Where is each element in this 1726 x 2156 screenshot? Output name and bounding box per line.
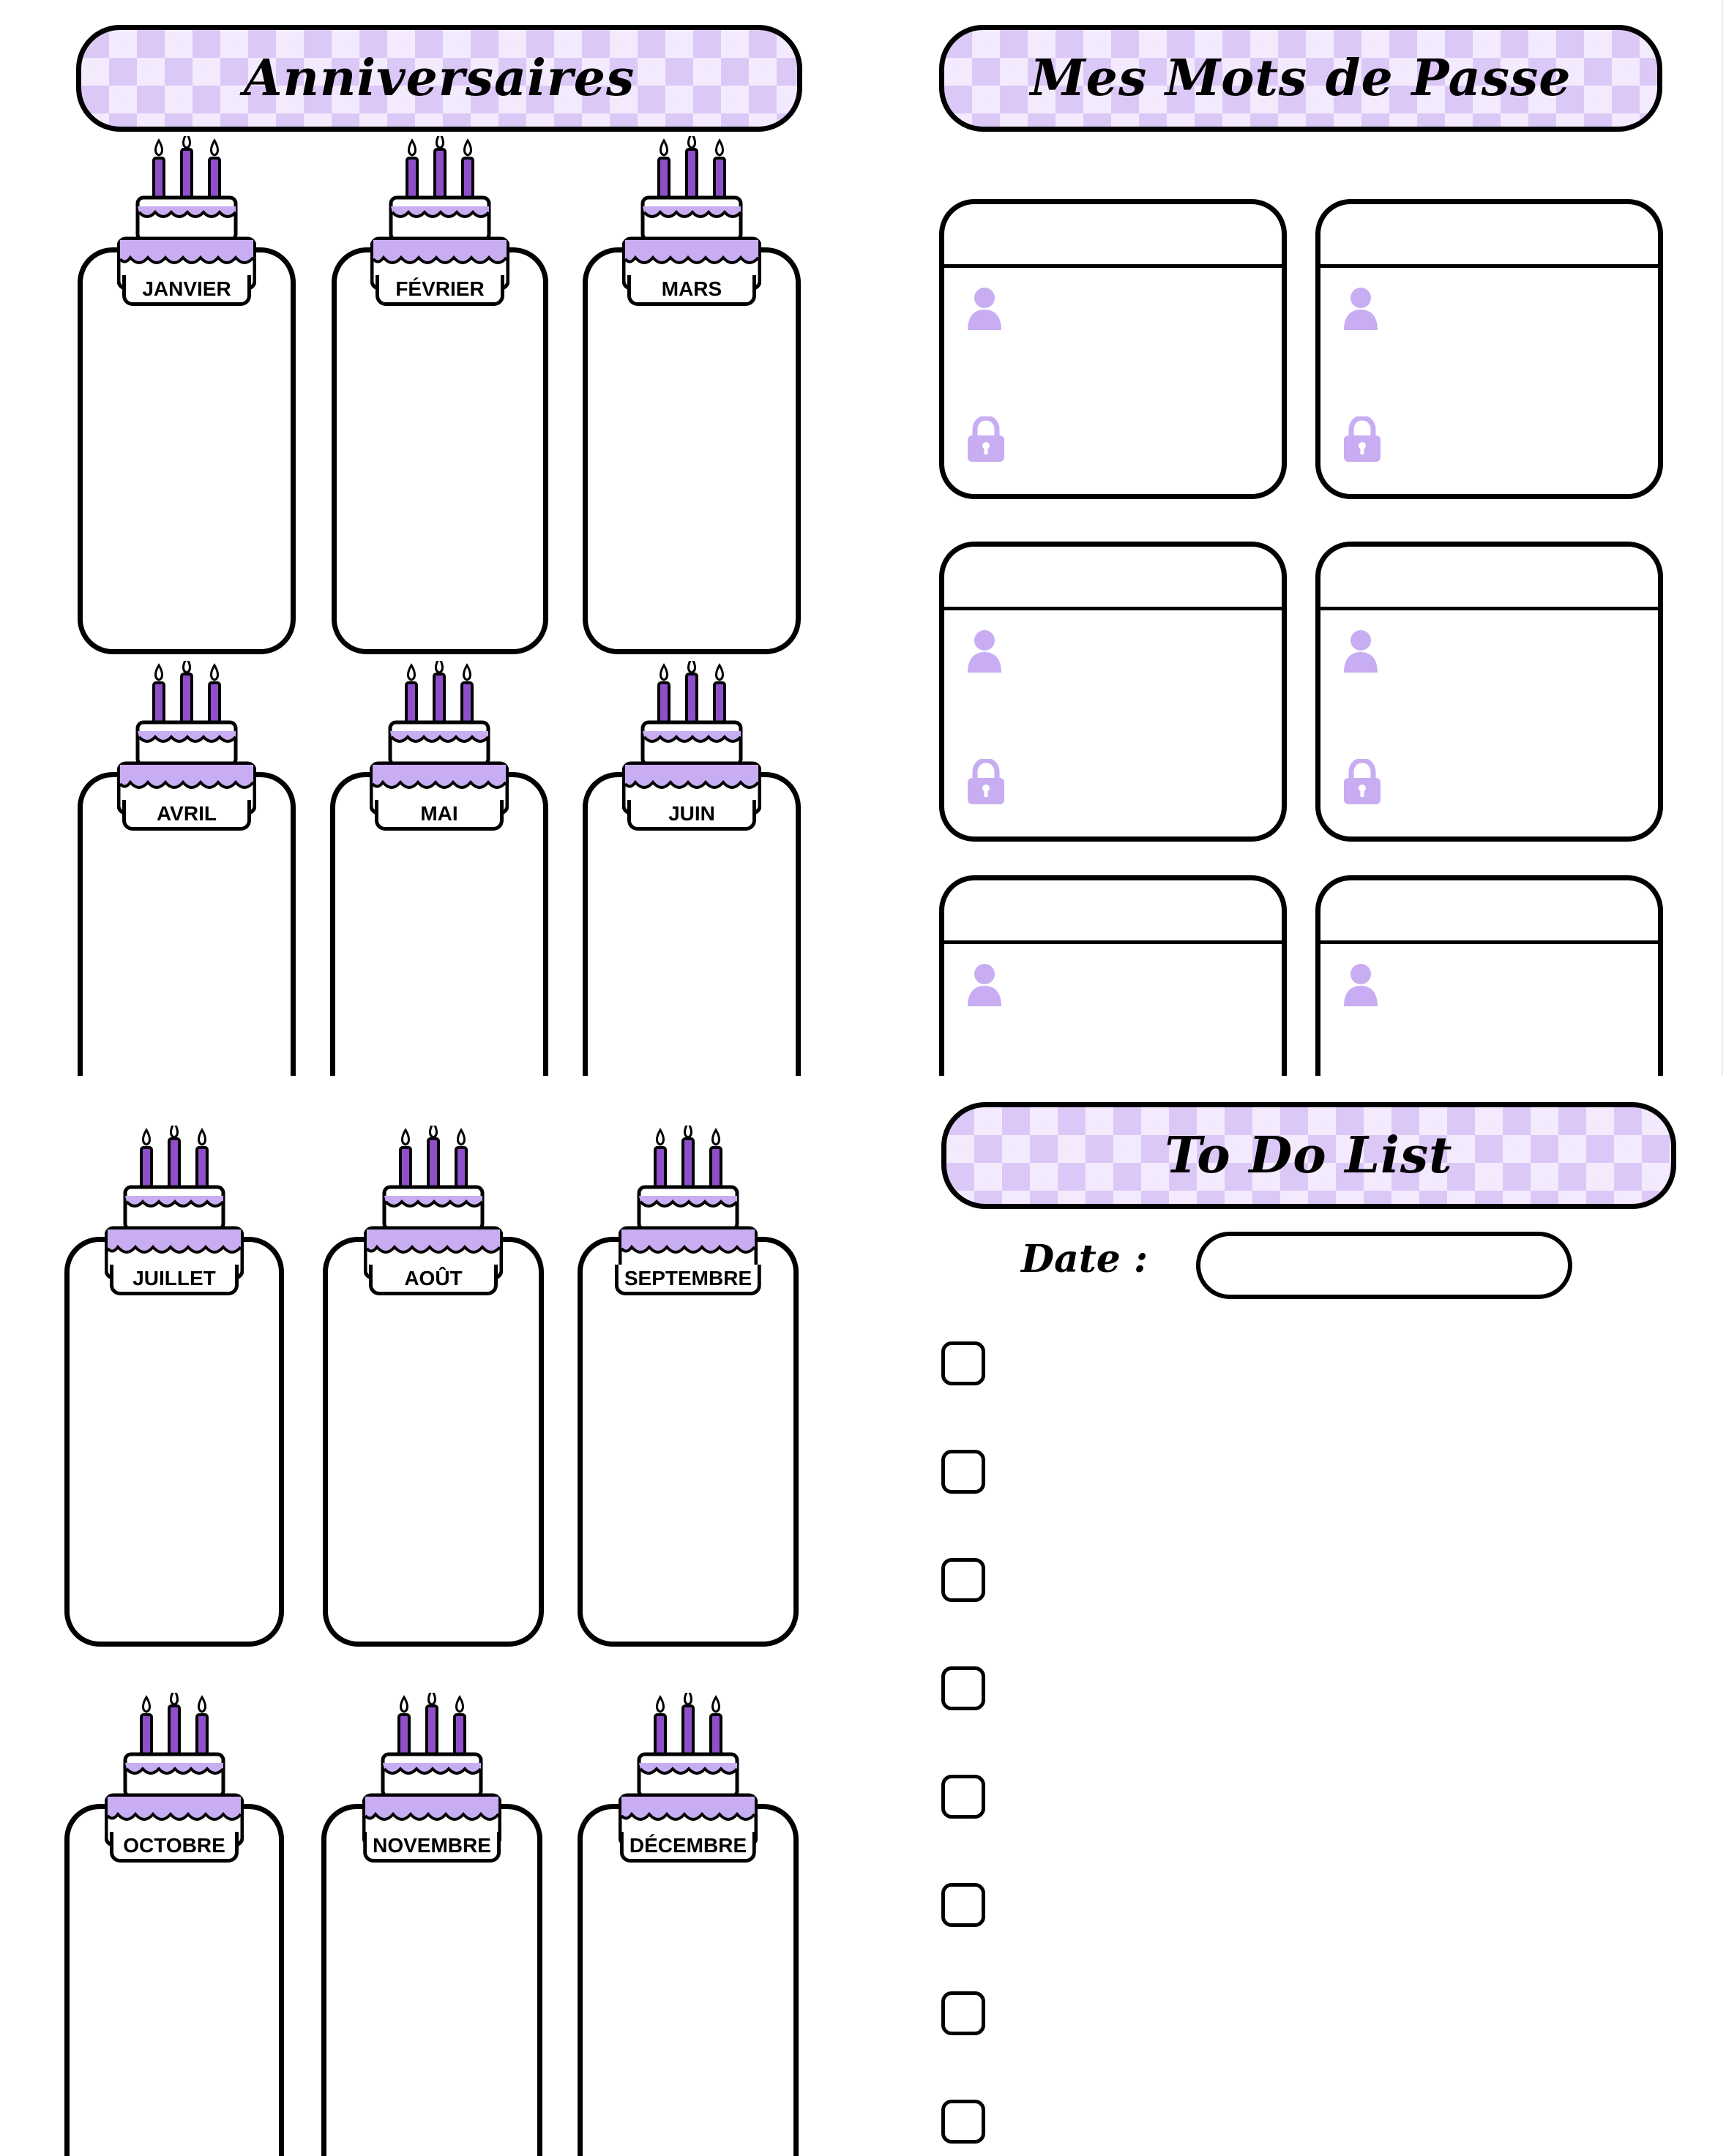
month-card: AVRIL (78, 661, 296, 1076)
cake-icon (622, 136, 761, 290)
cake-icon (370, 136, 509, 290)
month-notes-area[interactable] (578, 1804, 799, 2156)
birthdays-title: Anniversaires (243, 49, 635, 108)
month-notes-area[interactable] (78, 247, 296, 654)
month-card: JUIN (583, 661, 801, 1076)
cake-icon (117, 136, 256, 290)
month-card: DÉCEMBRE (578, 1693, 799, 2156)
lock-icon (1342, 415, 1382, 465)
todo-checkbox[interactable] (941, 2100, 985, 2144)
user-icon (966, 286, 1003, 334)
todo-title-banner: To Do List (941, 1102, 1676, 1209)
date-field[interactable] (1196, 1232, 1572, 1299)
passwords-title-banner: Mes Mots de Passe (939, 25, 1662, 132)
month-label: MAI (375, 800, 504, 831)
month-label: JANVIER (122, 275, 251, 306)
cake-icon (117, 661, 256, 815)
birthdays-title-banner: Anniversaires (76, 25, 802, 132)
month-label: AOÛT (369, 1265, 498, 1295)
todo-checkbox[interactable] (941, 1341, 985, 1385)
month-card: JUILLET (64, 1126, 284, 1647)
cake-icon (622, 661, 761, 815)
card-header-divider (944, 264, 1282, 268)
card-header-divider (1320, 264, 1658, 268)
cake-icon (105, 1693, 244, 1846)
user-icon (1342, 286, 1379, 334)
cake-icon (370, 136, 509, 290)
month-label: AVRIL (122, 800, 251, 831)
password-card[interactable] (939, 875, 1287, 1076)
month-label: JUILLET (110, 1265, 239, 1295)
cake-icon (619, 1693, 758, 1846)
cake-icon (362, 1693, 501, 1846)
cake-icon (105, 1126, 244, 1279)
cake-icon (364, 1126, 503, 1279)
month-label: MARS (627, 275, 756, 306)
month-card: MAI (330, 661, 548, 1076)
month-card: NOVEMBRE (321, 1693, 542, 2156)
cake-icon (362, 1693, 501, 1846)
password-card[interactable] (1315, 875, 1663, 1076)
cake-icon (370, 661, 509, 815)
user-icon (966, 962, 1003, 1011)
user-icon (966, 629, 1003, 677)
todo-checkbox[interactable] (941, 1450, 985, 1494)
date-label: Date : (1021, 1237, 1148, 1281)
lock-icon (966, 415, 1006, 465)
month-label: OCTOBRE (110, 1832, 239, 1863)
month-card: AOÛT (323, 1126, 544, 1647)
cake-icon (622, 136, 761, 290)
month-notes-area[interactable] (323, 1237, 544, 1647)
todo-checkbox[interactable] (941, 1991, 985, 2035)
lock-icon (966, 757, 1006, 807)
month-card: MARS (583, 136, 801, 654)
cake-icon (105, 1693, 244, 1846)
month-card: JANVIER (78, 136, 296, 654)
cake-icon (619, 1693, 758, 1846)
card-header-divider (1320, 940, 1658, 944)
month-card: OCTOBRE (64, 1693, 284, 2156)
password-card[interactable] (1315, 199, 1663, 499)
cake-icon (117, 136, 256, 290)
page-edge-line (1722, 0, 1723, 1076)
cake-icon (364, 1126, 503, 1279)
todo-checkbox[interactable] (941, 1775, 985, 1819)
month-label: DÉCEMBRE (619, 1832, 757, 1863)
month-card: SEPTEMBRE (578, 1126, 799, 1647)
lock-icon (1342, 757, 1382, 807)
month-notes-area[interactable] (64, 1237, 284, 1647)
month-notes-area[interactable] (583, 247, 801, 654)
card-header-divider (944, 607, 1282, 610)
password-card[interactable] (1315, 542, 1663, 842)
month-label: SEPTEMBRE (614, 1265, 762, 1295)
month-label: JUIN (627, 800, 756, 831)
todo-title: To Do List (1165, 1126, 1453, 1185)
month-label: NOVEMBRE (363, 1832, 501, 1863)
month-notes-area[interactable] (64, 1804, 284, 2156)
user-icon (1342, 962, 1379, 1011)
cake-icon (370, 661, 509, 815)
password-card[interactable] (939, 199, 1287, 499)
user-icon (1342, 629, 1379, 677)
card-header-divider (944, 940, 1282, 944)
card-header-divider (1320, 607, 1658, 610)
month-notes-area[interactable] (578, 1237, 799, 1647)
cake-icon (105, 1126, 244, 1279)
month-label: FÉVRIER (376, 275, 504, 306)
passwords-title: Mes Mots de Passe (1030, 49, 1572, 108)
cake-icon (619, 1126, 758, 1279)
month-card: FÉVRIER (332, 136, 548, 654)
todo-checkbox[interactable] (941, 1666, 985, 1710)
cake-icon (622, 661, 761, 815)
todo-checkbox[interactable] (941, 1558, 985, 1602)
month-notes-area[interactable] (332, 247, 548, 654)
cake-icon (117, 661, 256, 815)
cake-icon (619, 1126, 758, 1279)
password-card[interactable] (939, 542, 1287, 842)
todo-checkbox[interactable] (941, 1883, 985, 1927)
